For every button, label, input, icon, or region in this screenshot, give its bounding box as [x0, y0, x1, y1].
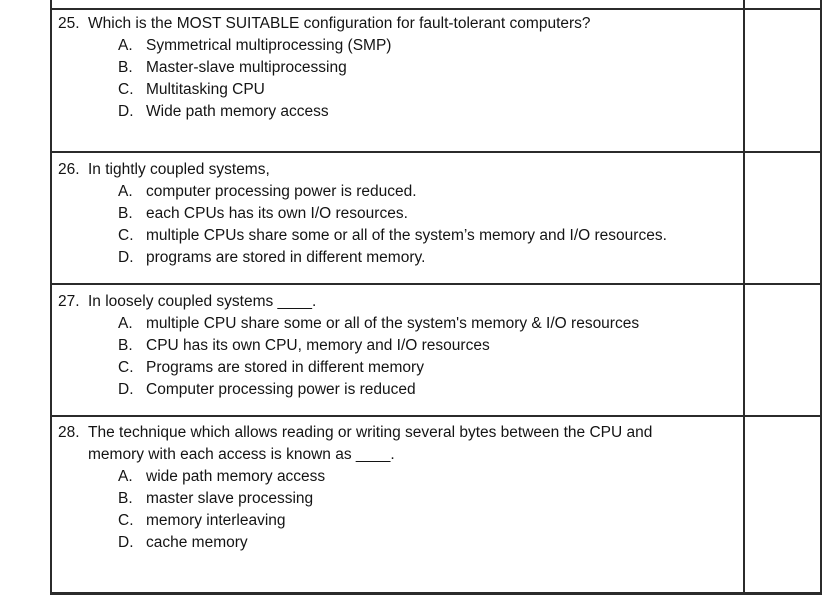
option-row: A. Symmetrical multiprocessing (SMP) — [118, 35, 743, 57]
question-line: 26. In tightly coupled systems, — [58, 159, 743, 181]
option-row: C. Programs are stored in different memo… — [118, 357, 743, 379]
question-cell: 28. The technique which allows reading o… — [52, 417, 745, 592]
option-letter: C. — [118, 81, 134, 98]
option-text: wide path memory access — [146, 468, 326, 485]
option-letter: A. — [118, 183, 133, 200]
option-letter: D. — [118, 381, 134, 398]
option-text: Symmetrical multiprocessing (SMP) — [146, 37, 392, 54]
option-letter: D. — [118, 534, 134, 551]
previous-row-stub — [52, 0, 820, 8]
option-letter: B. — [118, 490, 133, 507]
question-number: 27. — [58, 293, 80, 310]
question-text: In loosely coupled systems ____. — [88, 293, 317, 310]
answer-cell — [745, 417, 820, 592]
option-letter: C. — [118, 359, 134, 376]
option-letter: A. — [118, 468, 133, 485]
question-number: 26. — [58, 161, 80, 178]
question-text: Which is the MOST SUITABLE configuration… — [88, 15, 591, 32]
option-row: B. master slave processing — [118, 488, 743, 510]
question-table: 25. Which is the MOST SUITABLE configura… — [50, 0, 822, 595]
option-text: cache memory — [146, 534, 248, 551]
option-letter: A. — [118, 37, 133, 54]
option-text: Programs are stored in different memory — [146, 359, 424, 376]
option-text: CPU has its own CPU, memory and I/O reso… — [146, 337, 490, 354]
option-row: D. cache memory — [118, 532, 743, 554]
option-row: C. multiple CPUs share some or all of th… — [118, 225, 743, 247]
option-letter: A. — [118, 315, 133, 332]
question-row-28: 28. The technique which allows reading o… — [52, 415, 820, 592]
option-row: B. Master-slave multiprocessing — [118, 57, 743, 79]
option-row: A. multiple CPU share some or all of the… — [118, 313, 743, 335]
option-row: A. wide path memory access — [118, 466, 743, 488]
option-text: Computer processing power is reduced — [146, 381, 416, 398]
question-line: 25. Which is the MOST SUITABLE configura… — [58, 13, 743, 35]
question-number: 25. — [58, 15, 80, 32]
previous-question-cell-fragment — [52, 0, 745, 8]
option-text: programs are stored in different memory. — [146, 249, 426, 266]
option-letter: B. — [118, 205, 133, 222]
option-row: D. Computer processing power is reduced — [118, 379, 743, 401]
option-text: Wide path memory access — [146, 103, 329, 120]
question-cell: 27. In loosely coupled systems ____. A. … — [52, 285, 745, 415]
option-row: B. CPU has its own CPU, memory and I/O r… — [118, 335, 743, 357]
question-line: 27. In loosely coupled systems ____. — [58, 291, 743, 313]
option-row: C. Multitasking CPU — [118, 79, 743, 101]
option-text: multiple CPU share some or all of the sy… — [146, 315, 640, 332]
option-letter: D. — [118, 249, 134, 266]
question-row-27: 27. In loosely coupled systems ____. A. … — [52, 283, 820, 415]
answer-cell — [745, 153, 820, 283]
question-cell: 26. In tightly coupled systems, A. compu… — [52, 153, 745, 283]
question-text: The technique which allows reading or wr… — [88, 424, 653, 463]
option-letter: D. — [118, 103, 134, 120]
question-row-26: 26. In tightly coupled systems, A. compu… — [52, 151, 820, 283]
previous-answer-cell-fragment — [745, 0, 820, 8]
question-row-25: 25. Which is the MOST SUITABLE configura… — [52, 8, 820, 151]
option-letter: B. — [118, 337, 133, 354]
option-row: A. computer processing power is reduced. — [118, 181, 743, 203]
option-text: each CPUs has its own I/O resources. — [146, 205, 408, 222]
question-text: In tightly coupled systems, — [88, 161, 270, 178]
question-cell: 25. Which is the MOST SUITABLE configura… — [52, 10, 745, 151]
option-letter: C. — [118, 512, 134, 529]
option-letter: C. — [118, 227, 134, 244]
option-letter: B. — [118, 59, 133, 76]
option-row: D. programs are stored in different memo… — [118, 247, 743, 269]
option-text: Multitasking CPU — [146, 81, 265, 98]
question-line: 28. The technique which allows reading o… — [58, 422, 743, 466]
option-text: multiple CPUs share some or all of the s… — [146, 227, 667, 244]
option-row: B. each CPUs has its own I/O resources. — [118, 203, 743, 225]
option-text: memory interleaving — [146, 512, 286, 529]
option-text: computer processing power is reduced. — [146, 183, 417, 200]
answer-cell — [745, 285, 820, 415]
option-row: D. Wide path memory access — [118, 101, 743, 123]
option-text: Master-slave multiprocessing — [146, 59, 347, 76]
option-row: C. memory interleaving — [118, 510, 743, 532]
answer-cell — [745, 10, 820, 151]
question-number: 28. — [58, 424, 80, 441]
option-text: master slave processing — [146, 490, 314, 507]
